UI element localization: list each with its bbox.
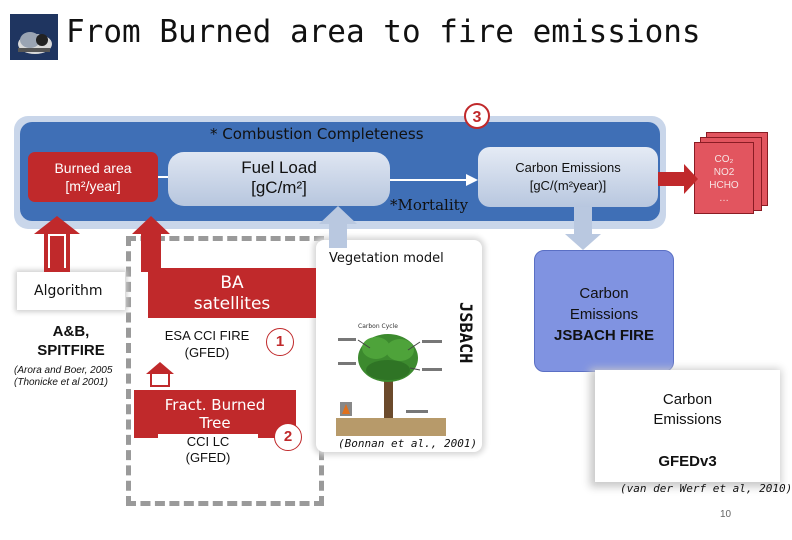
- burned-area-box: Burned area [m²/year]: [28, 152, 158, 202]
- species-hcho: HCHO: [709, 180, 739, 191]
- svg-text:Carbon Cycle: Carbon Cycle: [358, 323, 398, 330]
- jsbach-fire-emissions-label: Emissions: [569, 306, 639, 323]
- spitfire-label: SPITFIRE: [37, 342, 105, 359]
- arrow-emissions-to-species: [658, 164, 698, 194]
- species-no2: NO2: [713, 167, 735, 178]
- esa-gfed-label: (GFED): [184, 345, 230, 360]
- satellites-label: satellites: [193, 294, 271, 314]
- burned-area-unit: [m²/year]: [65, 178, 121, 194]
- jsbach-fire-carbon-label: Carbon: [579, 285, 629, 302]
- jsbach-fire-emissions-box: Carbon Emissions JSBACH FIRE: [534, 250, 674, 372]
- vegetation-model-label: Vegetation model: [329, 251, 444, 266]
- carbon-emissions-title: Carbon Emissions: [515, 160, 621, 175]
- bonnan-citation: (Bonnan et al., 2001): [338, 437, 478, 450]
- step-3-badge: 3: [464, 103, 490, 129]
- arora-citation: (Arora and Boer, 2005: [14, 365, 113, 376]
- species-more: …: [719, 193, 729, 204]
- carbon-emissions-unit: [gC/(m²year)]: [529, 178, 607, 193]
- thonicke-citation: (Thonicke et al 2001): [14, 377, 108, 388]
- esa-cci-label: ESA CCI FIRE: [164, 328, 250, 343]
- ab-spitfire-box: A&B, SPITFIRE: [17, 320, 125, 364]
- fuel-load-unit: [gC/m²]: [251, 178, 307, 197]
- jsbach-fire-name: JSBACH FIRE: [553, 327, 654, 344]
- arrow-algorithm-to-burned: [34, 216, 80, 272]
- algorithm-citation: (Arora and Boer, 2005 (Thonicke et al 20…: [14, 365, 112, 389]
- ba-label: BA: [220, 273, 244, 293]
- arrow-citation-to-algorithm: [146, 362, 174, 387]
- arrow-vegetation-to-fuel: [319, 206, 357, 248]
- van-der-werf-citation: (van der Werf et al, 2010): [620, 482, 792, 495]
- cci-lc-gfed-label: (GFED): [185, 450, 231, 465]
- logo-icon: [10, 14, 58, 60]
- arrow-satellites-to-burned: [132, 216, 170, 272]
- jsbach-model-label: JSBACH: [455, 302, 475, 364]
- burned-area-title: Burned area: [54, 160, 132, 176]
- carbon-emissions-box: Carbon Emissions [gC/(m²year)]: [478, 147, 658, 207]
- gfed-version-label: GFEDv3: [658, 453, 717, 470]
- gfed-emissions-label: Emissions: [653, 411, 722, 428]
- step-2-badge: 2: [274, 423, 302, 451]
- species-co2: CO₂: [714, 154, 734, 165]
- mortality-label: *Mortality: [390, 196, 469, 214]
- ba-satellites-box: BA satellites: [148, 268, 316, 318]
- page-number: 10: [720, 509, 732, 520]
- step-1-badge: 1: [266, 328, 294, 356]
- carbon-cycle-tree-image: Carbon Cycle: [336, 318, 446, 436]
- fract-burned-label: Fract. Burned: [164, 396, 266, 414]
- tree-label: Tree: [199, 414, 231, 432]
- esa-cci-fire-box: ESA CCI FIRE (GFED): [148, 320, 266, 368]
- combustion-completeness-label: * Combustion Completeness: [210, 125, 424, 143]
- fuel-load-box: Fuel Load [gC/m²]: [168, 152, 390, 206]
- arrow-fuel-to-emissions: [390, 174, 478, 186]
- arrow-emissions-to-jsbach-fire: [565, 207, 601, 250]
- cci-lc-box: CCI LC (GFED): [158, 434, 258, 468]
- cci-lc-label: CCI LC: [186, 434, 230, 449]
- algorithm-box: Algorithm: [17, 272, 125, 310]
- ab-label: A&B,: [52, 323, 90, 340]
- page-title: From Burned area to fire emissions: [66, 14, 701, 50]
- gfed-emissions-box: Carbon Emissions GFEDv3: [595, 370, 780, 482]
- fract-burned-tree-box: Fract. Burned Tree: [134, 390, 296, 438]
- fuel-load-title: Fuel Load: [241, 158, 317, 177]
- gfed-carbon-label: Carbon: [662, 391, 713, 408]
